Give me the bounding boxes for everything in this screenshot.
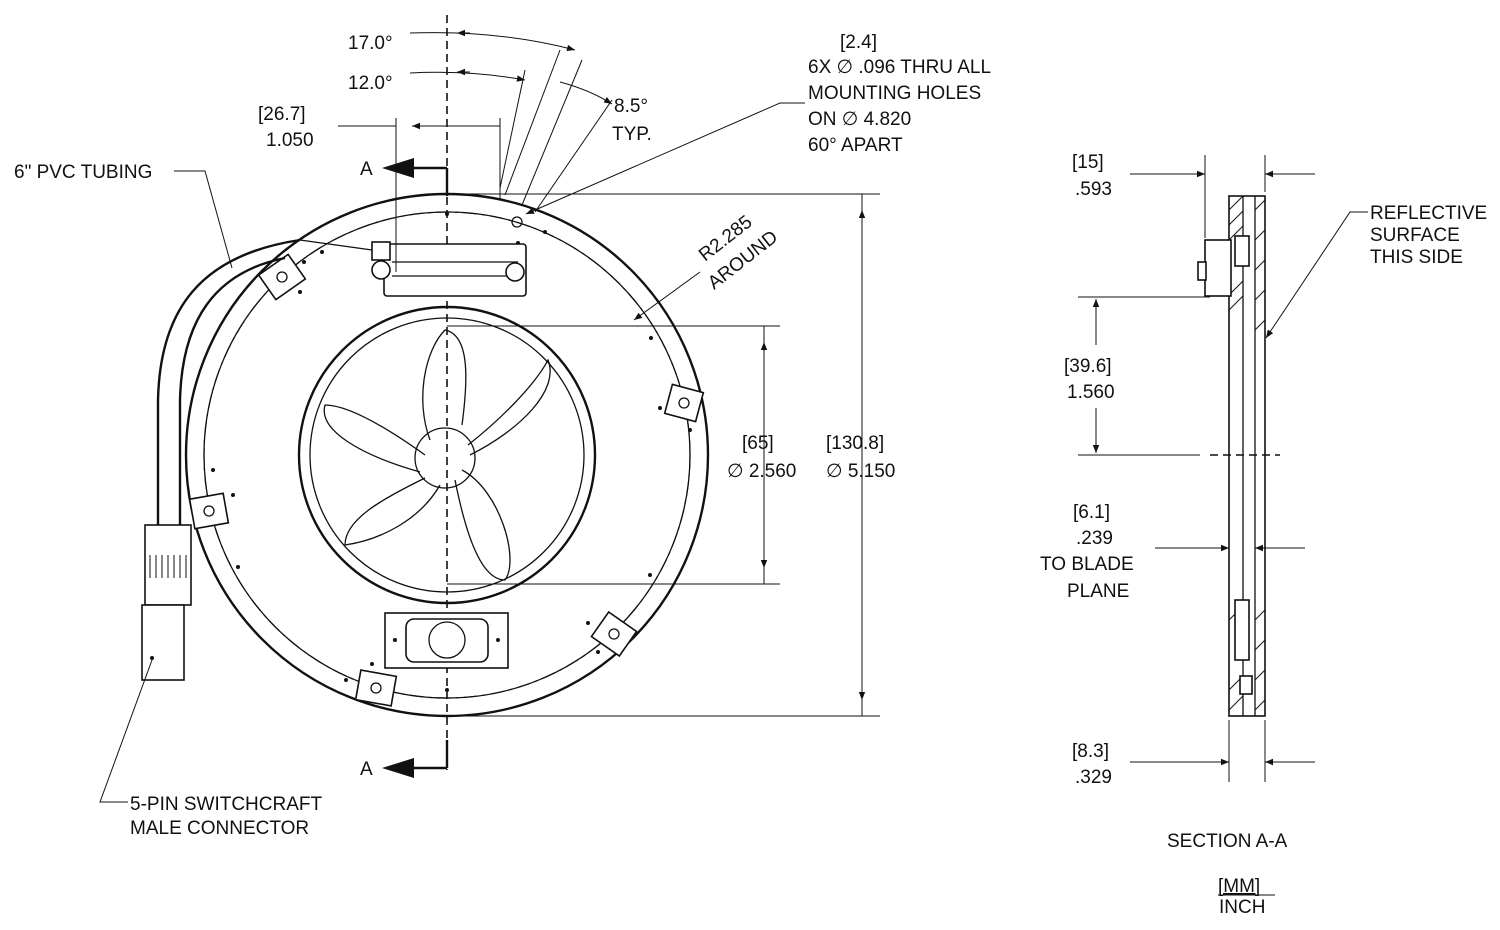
offset-mm: [26.7]	[258, 104, 306, 125]
blade-dimension: [6.1] .239 TO BLADE PLANE	[1040, 502, 1305, 602]
blade-line1: TO BLADE	[1040, 554, 1134, 575]
section-letter-bottom: A	[360, 759, 373, 780]
connector-callout: 5-PIN SWITCHCRAFT MALE CONNECTOR	[99, 659, 323, 839]
mounting-tab	[590, 610, 638, 658]
holes-mm: [2.4]	[840, 32, 877, 53]
tubing-callout: 6" PVC TUBING	[14, 162, 233, 269]
thickness-mm: [8.3]	[1072, 741, 1109, 762]
offset-dimension: [26.7] 1.050	[258, 104, 501, 272]
cable-bracket	[299, 239, 527, 297]
outer-diameter-mm: [130.8]	[826, 433, 884, 454]
inner-diameter-in: ∅ 2.560	[727, 461, 796, 482]
pvc-tubing	[156, 238, 301, 525]
fan-shroud-outer	[297, 305, 597, 605]
mounting-tab	[354, 669, 398, 707]
connector-line1: 5-PIN SWITCHCRAFT	[130, 794, 323, 815]
depth-dimension: [15] .593	[1072, 152, 1315, 238]
switchcraft-connector	[141, 524, 192, 681]
blade-mm: [6.1]	[1073, 502, 1110, 523]
height-in: 1.560	[1067, 382, 1115, 403]
angle-dimensions: 17.0° 12.0° 8.5° TYP.	[348, 29, 652, 213]
tubing-label: 6" PVC TUBING	[14, 162, 152, 183]
fan-blades	[323, 329, 551, 581]
outer-diameter-in: ∅ 5.150	[826, 461, 895, 482]
mounting-tab	[188, 492, 230, 530]
holes-line2: MOUNTING HOLES	[808, 83, 981, 104]
thickness-dimension: [8.3] .329	[1072, 720, 1315, 788]
blade-in: .239	[1076, 528, 1113, 549]
section-arrow-top: A	[360, 158, 449, 196]
reflective-line1: REFLECTIVE	[1370, 203, 1487, 224]
section-letter-top: A	[360, 159, 373, 180]
section-view: [15] .593 REFLECTIVE SURFACE THIS SIDE […	[1040, 152, 1487, 918]
radius-callout: R2.285 AROUND	[633, 212, 782, 321]
blade-line2: PLANE	[1067, 581, 1129, 602]
mounting-tab	[663, 383, 705, 423]
angle-12: 12.0°	[348, 73, 393, 94]
holes-callout: [2.4] 6X ∅ .096 THRU ALL MOUNTING HOLES …	[525, 32, 991, 215]
inner-diameter-mm: [65]	[742, 433, 774, 454]
mounting-tab	[257, 253, 307, 301]
section-hatch-top	[1228, 195, 1266, 331]
angle-typ: TYP.	[612, 124, 652, 145]
holes-line4: 60° APART	[808, 135, 903, 156]
angle-17: 17.0°	[348, 33, 393, 54]
offset-in: 1.050	[266, 130, 314, 151]
units-bottom: INCH	[1219, 897, 1265, 918]
angle-85: 8.5°	[614, 96, 648, 117]
reflective-line3: THIS SIDE	[1370, 247, 1463, 268]
thickness-in: .329	[1075, 767, 1112, 788]
inner-diameter-dimension: [65] ∅ 2.560	[447, 325, 796, 585]
holes-line1: 6X ∅ .096 THRU ALL	[808, 57, 991, 78]
holes-line3: ON ∅ 4.820	[808, 109, 911, 130]
reflective-callout: REFLECTIVE SURFACE THIS SIDE	[1265, 203, 1487, 339]
fan-hub	[414, 427, 476, 489]
connector-line2: MALE CONNECTOR	[130, 818, 309, 839]
reflective-line2: SURFACE	[1370, 225, 1460, 246]
switch	[384, 612, 509, 669]
section-title: SECTION A-A	[1167, 831, 1288, 852]
mounting-hole	[511, 216, 523, 228]
section-arrow-bottom: A	[360, 740, 449, 780]
depth-in: .593	[1075, 179, 1112, 200]
front-view: A A	[14, 15, 991, 839]
height-mm: [39.6]	[1064, 356, 1112, 377]
height-dimension: [39.6] 1.560	[1064, 296, 1210, 456]
units-top: [MM]	[1218, 876, 1260, 897]
depth-mm: [15]	[1072, 152, 1104, 173]
ring-dots	[211, 212, 692, 692]
outer-diameter-dimension: [130.8] ∅ 5.150	[447, 193, 895, 717]
